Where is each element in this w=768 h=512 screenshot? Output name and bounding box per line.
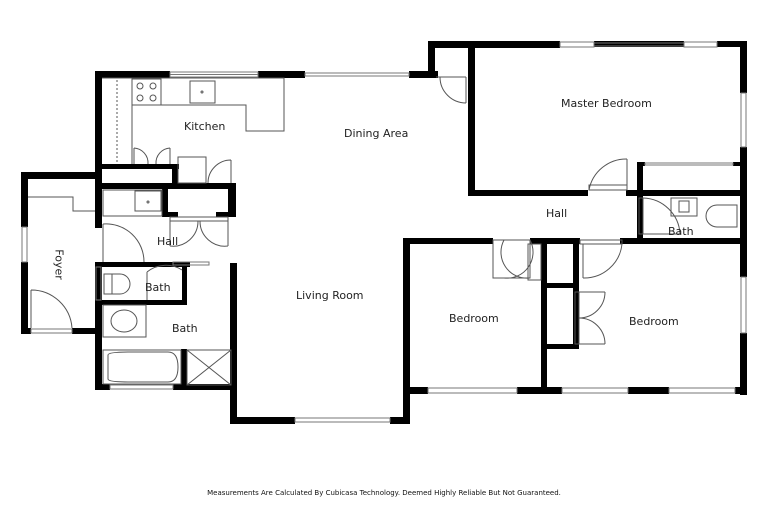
fixtures — [28, 76, 738, 386]
room-label-hall-east: Hall — [546, 207, 568, 220]
room-label-bedroom-1: Bedroom — [449, 312, 499, 325]
room-label-bath-ensuite: Bath — [668, 225, 694, 238]
walls — [21, 41, 747, 424]
room-label-bath-main: Bath — [172, 322, 198, 335]
room-label-hall-west: Hall — [157, 235, 179, 248]
room-label-foyer: Foyer — [52, 249, 66, 280]
disclaimer-text: Measurements Are Calculated By Cubicasa … — [207, 489, 561, 497]
room-label-master-bedroom: Master Bedroom — [561, 97, 652, 110]
room-label-dining-area: Dining Area — [344, 127, 409, 140]
room-label-bedroom-2: Bedroom — [629, 315, 679, 328]
room-label-bath-small: Bath — [145, 281, 171, 294]
room-label-living-room: Living Room — [296, 289, 364, 302]
room-label-kitchen: Kitchen — [184, 120, 226, 133]
windows — [21, 41, 747, 423]
